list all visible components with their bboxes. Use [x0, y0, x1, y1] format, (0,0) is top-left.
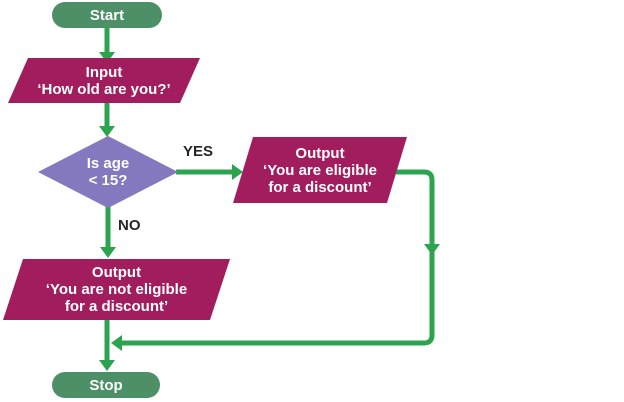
- output-eligible-line2: ‘You are eligible: [263, 161, 377, 179]
- no-branch-label: NO: [118, 217, 141, 234]
- connector-no-to-stop: [99, 320, 115, 371]
- output-not-eligible-node: Output ‘You are not eligible for a disco…: [3, 259, 230, 320]
- start-node: Start: [52, 2, 162, 28]
- stop-label: Stop: [89, 376, 123, 394]
- output-eligible-line1: Output: [295, 144, 345, 162]
- stop-node: Stop: [52, 372, 160, 398]
- connector-input-to-decision: [99, 103, 115, 137]
- connector-start-to-input: [99, 27, 115, 63]
- output-not-eligible-line1: Output: [91, 264, 142, 281]
- start-label: Start: [89, 6, 125, 24]
- output-not-eligible-line3: for a discount’: [64, 298, 169, 315]
- decision-line2: < 15?: [88, 172, 128, 189]
- output-eligible-node: Output ‘You are eligible for a discount’: [233, 137, 407, 203]
- input-line1: Input: [85, 63, 123, 81]
- decision-line1: Is age: [86, 155, 130, 172]
- input-line2: ‘How old are you?’: [37, 80, 171, 98]
- yes-branch-label: YES: [183, 143, 214, 160]
- input-node: Input ‘How old are you?’: [8, 58, 200, 103]
- connector-yes-loop: [111, 169, 440, 351]
- connector-decision-yes: [176, 164, 243, 180]
- connector-decision-no: [100, 206, 116, 258]
- output-eligible-line3: for a discount’: [268, 178, 372, 196]
- output-not-eligible-line2: ‘You are not eligible: [45, 281, 188, 298]
